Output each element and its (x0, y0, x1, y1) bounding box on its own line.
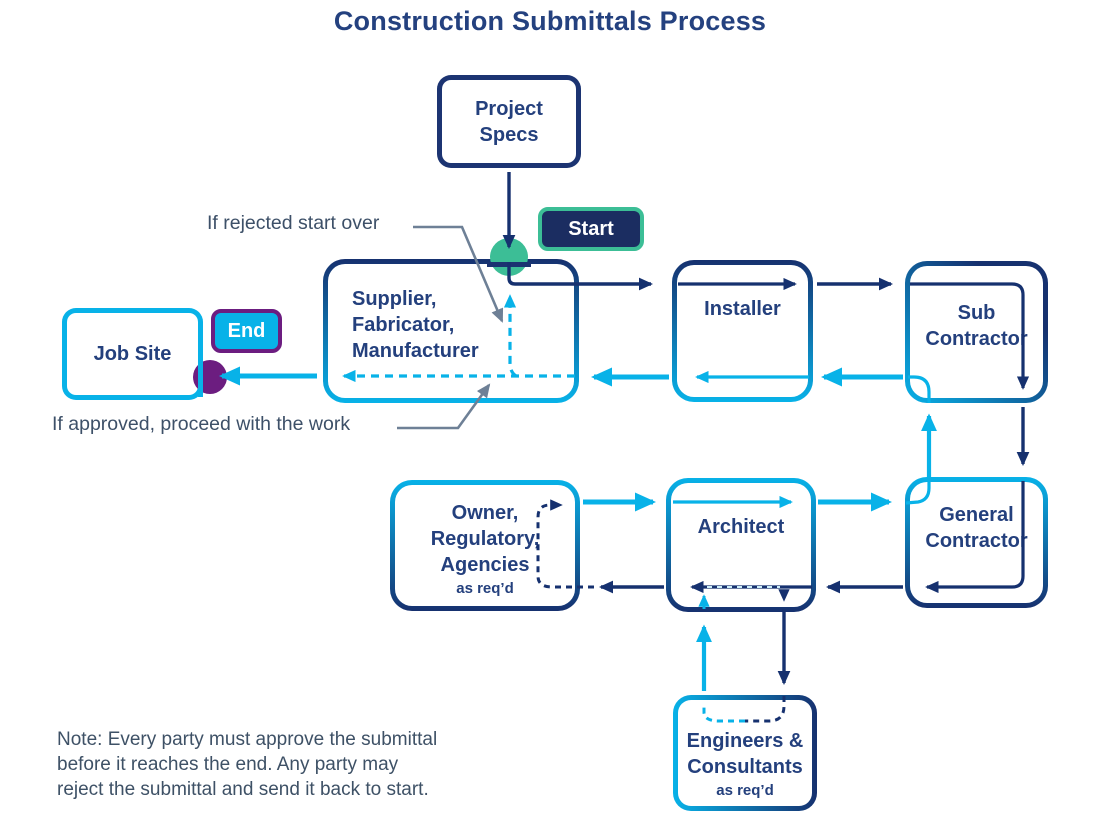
node-general-contractor-label: General Contractor (925, 503, 1028, 552)
node-engineers-consultants: Engineers & Consultants as req’d (673, 695, 817, 811)
node-general-contractor: General Contractor (905, 477, 1048, 608)
node-sub-contractor-label: Sub Contractor (925, 302, 1028, 350)
node-owner-label: Owner, Regulatory, Agencies (430, 502, 540, 577)
node-installer: Installer (672, 260, 813, 402)
start-badge-label: Start (568, 217, 614, 240)
node-owner-regulatory-agencies: Owner, Regulatory, Agencies as req’d (390, 480, 580, 611)
end-badge: End (211, 309, 282, 353)
node-supplier-label: Supplier, Fabricator, Manufacturer (352, 288, 479, 362)
diagram-note: Note: Every party must approve the submi… (57, 729, 438, 801)
approved-callout-label: If approved, proceed with the work (52, 413, 351, 435)
node-architect: Architect (666, 478, 816, 612)
node-job-site: Job Site (62, 308, 203, 400)
node-supplier-fabricator-manufacturer: Supplier, Fabricator, Manufacturer (323, 259, 579, 403)
node-project-specs: Project Specs (437, 75, 581, 168)
node-architect-label: Architect (697, 516, 785, 538)
node-engineers-as-reqd: as req’d (716, 781, 774, 799)
start-badge: Start (538, 207, 644, 251)
node-owner-as-reqd: as req’d (456, 580, 514, 598)
page-title: Construction Submittals Process (333, 6, 767, 36)
node-job-site-label: Job Site (93, 343, 172, 365)
node-project-specs-label: Project Specs (475, 97, 543, 146)
node-sub-contractor: Sub Contractor (905, 261, 1048, 403)
node-installer-label: Installer (704, 298, 781, 320)
submission-flow-navy (502, 172, 1030, 723)
end-badge-label: End (227, 319, 266, 342)
node-engineers-label: Engineers & Consultants (686, 729, 804, 778)
rejected-callout-label: If rejected start over (207, 212, 380, 234)
